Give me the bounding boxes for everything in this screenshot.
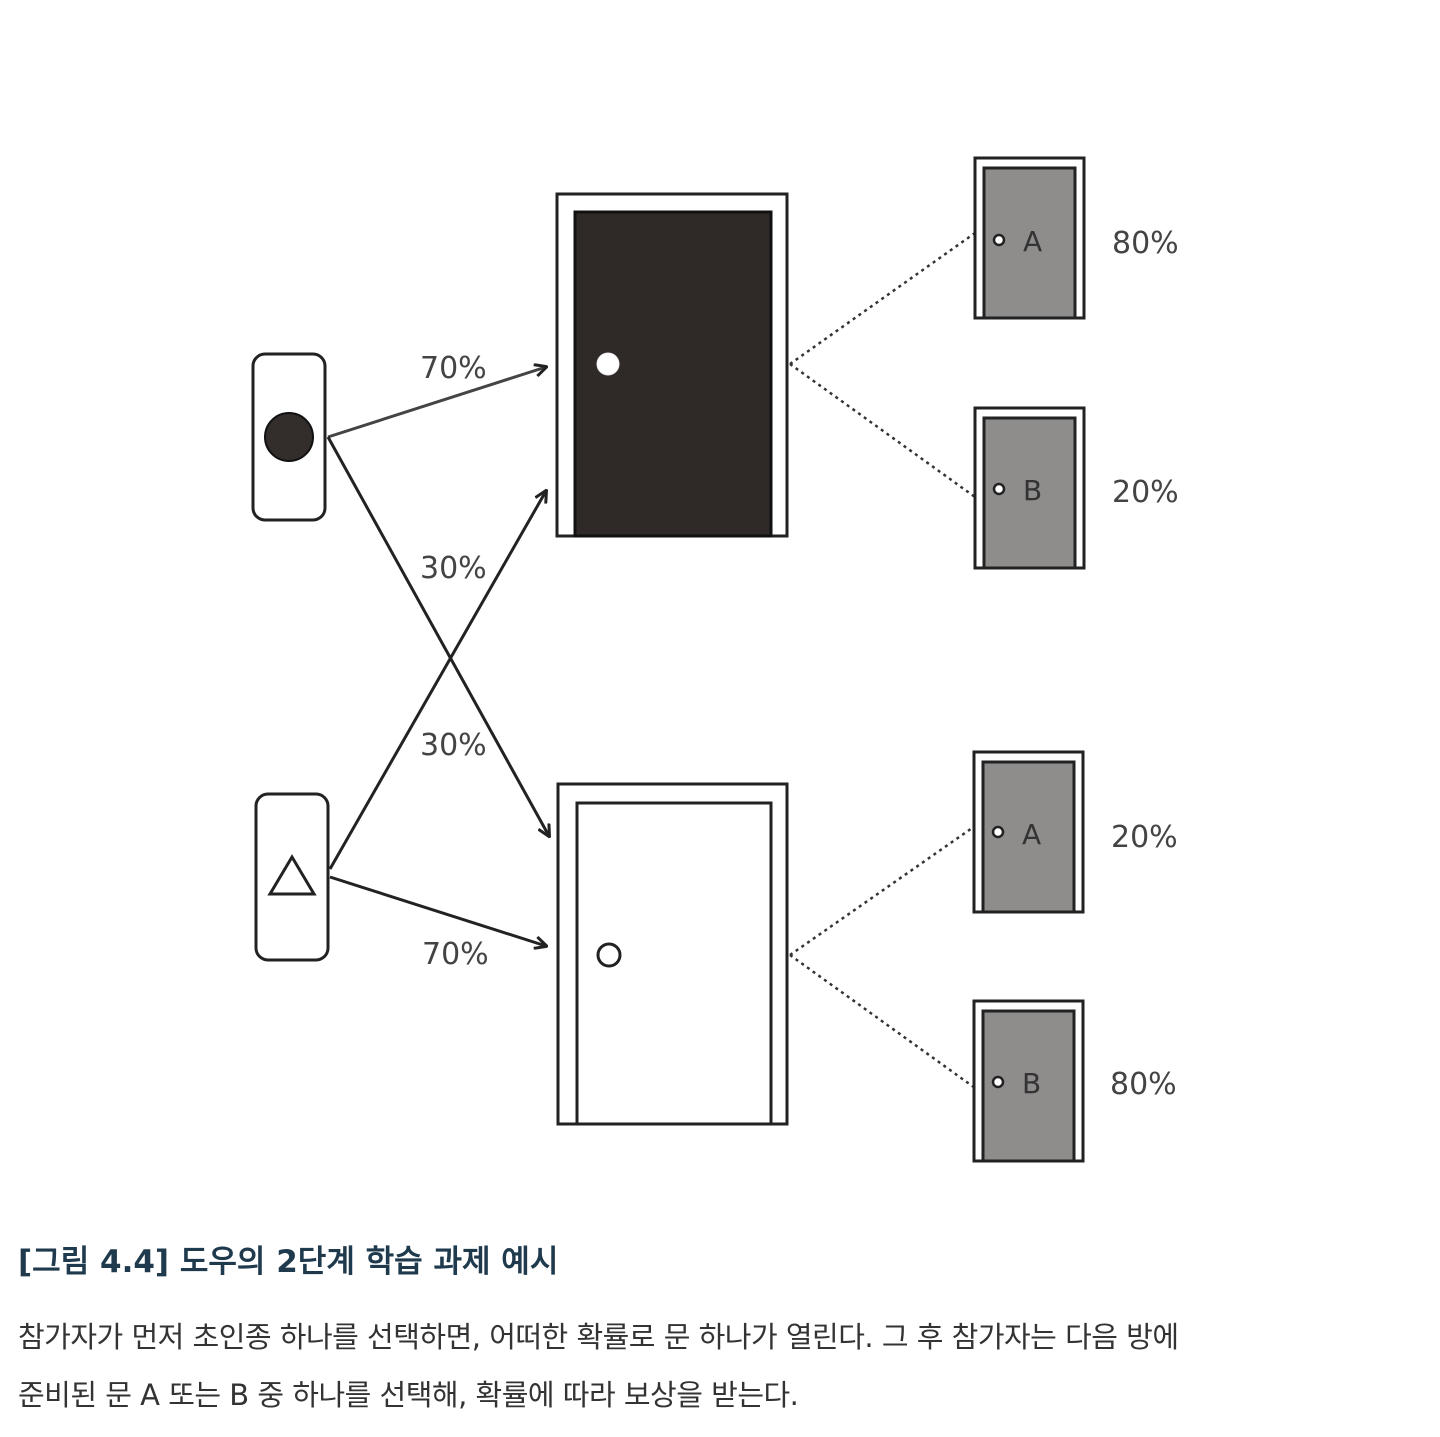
triangle-icon	[267, 854, 317, 896]
prob-white-a: 20%	[1111, 820, 1178, 855]
small-door-white-a: A	[972, 750, 1085, 914]
door-knob-icon	[992, 233, 1006, 247]
prob-circle-to-white: 30%	[420, 551, 487, 586]
door-knob-icon	[596, 352, 620, 376]
description-line-1: 참가자가 먼저 초인종 하나를 선택하면, 어떠한 확률로 문 하나가 열린다.…	[18, 1320, 1179, 1354]
small-door-white-b: B	[972, 999, 1085, 1163]
figure-caption-title: [그림 4.4] 도우의 2단계 학습 과제 예시	[18, 1244, 559, 1280]
arrow-circle-to-dark	[327, 367, 546, 439]
dark-door	[555, 192, 789, 538]
prob-triangle-to-dark: 30%	[420, 728, 487, 763]
dotted-connector	[789, 231, 976, 366]
description-line-2: 준비된 문 A 또는 B 중 하나를 선택해, 확률에 따라 보상을 받는다.	[18, 1378, 799, 1412]
prob-triangle-to-white: 70%	[422, 937, 489, 972]
prob-circle-to-dark: 70%	[420, 351, 487, 386]
figure-description: 참가자가 먼저 초인종 하나를 선택하면, 어떠한 확률로 문 하나가 열린다.…	[18, 1308, 1428, 1424]
door-letter: B	[1023, 474, 1042, 507]
white-door	[556, 782, 789, 1126]
dotted-connector	[789, 362, 976, 499]
door-knob-icon	[991, 1075, 1005, 1089]
prob-white-b: 80%	[1110, 1067, 1177, 1102]
arrow-circle-to-white	[326, 436, 549, 836]
small-door-dark-b: B	[973, 406, 1086, 570]
arrow-triangle-to-dark	[328, 491, 546, 870]
doorbell-triangle	[254, 792, 330, 962]
door-letter: A	[1022, 818, 1041, 851]
two-stage-task-diagram: 70% 30% 30% 70% A 80% B 20% A 20%	[251, 156, 1179, 1163]
prob-dark-a: 80%	[1112, 226, 1179, 261]
filled-circle-icon	[264, 412, 314, 462]
arrow-triangle-to-white	[329, 875, 546, 946]
door-knob-icon	[992, 482, 1006, 496]
small-door-dark-a: A	[973, 156, 1086, 320]
prob-dark-b: 20%	[1112, 475, 1179, 510]
door-knob-icon	[991, 825, 1005, 839]
dotted-connector	[789, 824, 976, 957]
door-letter: B	[1022, 1067, 1041, 1100]
dotted-connector	[789, 953, 976, 1090]
door-letter: A	[1023, 225, 1042, 258]
door-knob-icon	[596, 942, 622, 968]
doorbell-circle	[251, 352, 327, 522]
